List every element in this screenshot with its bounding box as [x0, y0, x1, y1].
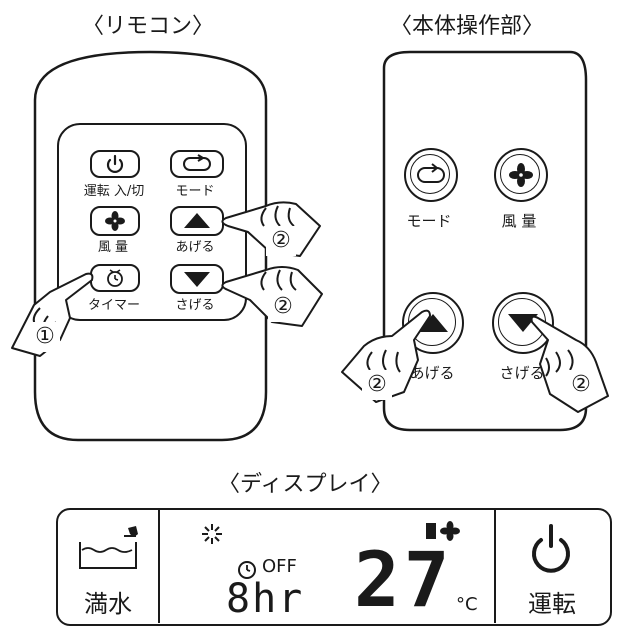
fan-icon	[105, 211, 125, 231]
cycle-icon	[183, 154, 211, 171]
temperature-readout: 27	[354, 535, 454, 624]
temperature-unit: °C	[456, 594, 478, 615]
triangle-up-icon	[184, 213, 210, 228]
remote-power-button[interactable]	[90, 150, 140, 178]
remote-up-button[interactable]	[170, 206, 224, 236]
unit-title: 〈本体操作部〉	[390, 14, 545, 39]
remote-title: 〈リモコン〉	[82, 14, 215, 39]
remote-timer-label: タイマー	[87, 298, 140, 313]
step-2-marker: ②	[266, 226, 296, 256]
unit-down-label: さげる	[499, 364, 545, 382]
remote-down-label: さげる	[175, 298, 215, 313]
display-title: 〈ディスプレイ〉	[218, 472, 393, 497]
triangle-down-icon	[184, 272, 210, 287]
water-tank-icon	[79, 526, 138, 569]
remote-mode-button[interactable]	[170, 150, 224, 178]
step-2-marker: ②	[268, 292, 298, 322]
unit-mode-label: モード	[406, 212, 452, 230]
triangle-up-icon	[418, 314, 448, 332]
divider	[158, 510, 160, 623]
power-indicator-label: 運転	[528, 590, 576, 618]
unit-up-label: あげる	[409, 364, 455, 382]
clock-icon	[107, 269, 123, 287]
cycle-icon	[417, 163, 445, 183]
clock-icon	[238, 561, 256, 579]
unit-hands	[341, 309, 609, 413]
unit-fan-label: 風 量	[501, 212, 537, 230]
remote-timer-button[interactable]	[90, 264, 140, 292]
power-icon	[532, 524, 570, 573]
remote-fan-button[interactable]	[90, 206, 140, 236]
remote-mode-label: モード	[175, 184, 215, 199]
remote-power-label: 運転 入/切	[83, 184, 145, 199]
unit-mode-button[interactable]	[404, 148, 458, 202]
fan-speed-icon	[426, 521, 460, 541]
remote-up-label: あげる	[175, 240, 215, 255]
display-panel: 満水 OFF 8hr 27 °C 運転	[56, 508, 612, 626]
timer-off-label: OFF	[262, 556, 297, 577]
divider	[494, 510, 496, 623]
fan-icon	[509, 163, 533, 187]
remote-fan-label: 風 量	[97, 240, 129, 255]
triangle-down-icon	[508, 314, 538, 332]
step-1-marker: ①	[30, 322, 60, 352]
defrost-icon	[202, 524, 222, 544]
power-icon	[106, 154, 124, 173]
step-2-marker: ②	[362, 370, 392, 400]
unit-fan-button[interactable]	[494, 148, 548, 202]
remote-down-button[interactable]	[170, 264, 224, 294]
step-2-marker: ②	[566, 370, 596, 400]
water-full-label: 満水	[84, 590, 132, 618]
timer-readout: 8hr	[226, 576, 305, 622]
